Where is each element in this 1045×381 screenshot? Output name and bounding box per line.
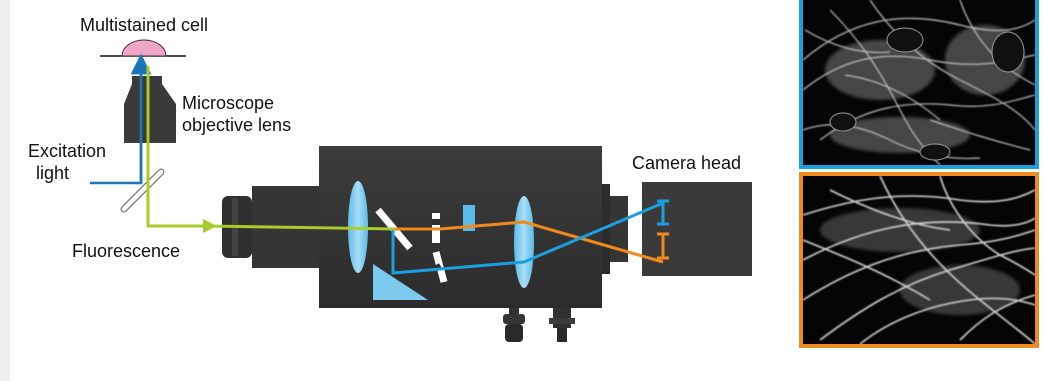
output-flange xyxy=(602,184,610,274)
emission-filter xyxy=(463,205,475,231)
slit-aperture-gap xyxy=(432,219,440,225)
camera-head-label: Camera head xyxy=(632,153,742,173)
orange-channel-path xyxy=(395,220,664,264)
blue-channel-image xyxy=(799,0,1039,169)
prism-mirror xyxy=(373,264,428,300)
focusing-lens xyxy=(514,196,534,288)
blue-channel-path xyxy=(391,201,664,275)
fluorescence-path-horizontal xyxy=(204,224,396,231)
fluorescence-path-vertical xyxy=(146,66,205,228)
excitation-label-line1: Excitation xyxy=(28,141,107,161)
orange-focal-marker xyxy=(657,232,669,260)
sample-label: Multistained cell xyxy=(80,15,209,35)
output-adapter xyxy=(610,196,628,262)
dichroic-mirror xyxy=(120,168,165,213)
edge-shade xyxy=(0,0,10,381)
microscope-objective-lens xyxy=(124,84,176,143)
objective-label-line1: Microscope xyxy=(182,93,275,113)
adjustment-knob-right xyxy=(549,308,575,342)
adjustment-knob-left xyxy=(503,308,525,342)
fluorescence-label: Fluorescence xyxy=(72,241,181,261)
orange-channel-image xyxy=(799,172,1039,348)
multistained-cell xyxy=(121,39,167,57)
excitation-label-line2: light xyxy=(36,163,70,183)
objective-label-line2: objective lens xyxy=(182,115,292,135)
blue-focal-marker xyxy=(657,199,669,226)
